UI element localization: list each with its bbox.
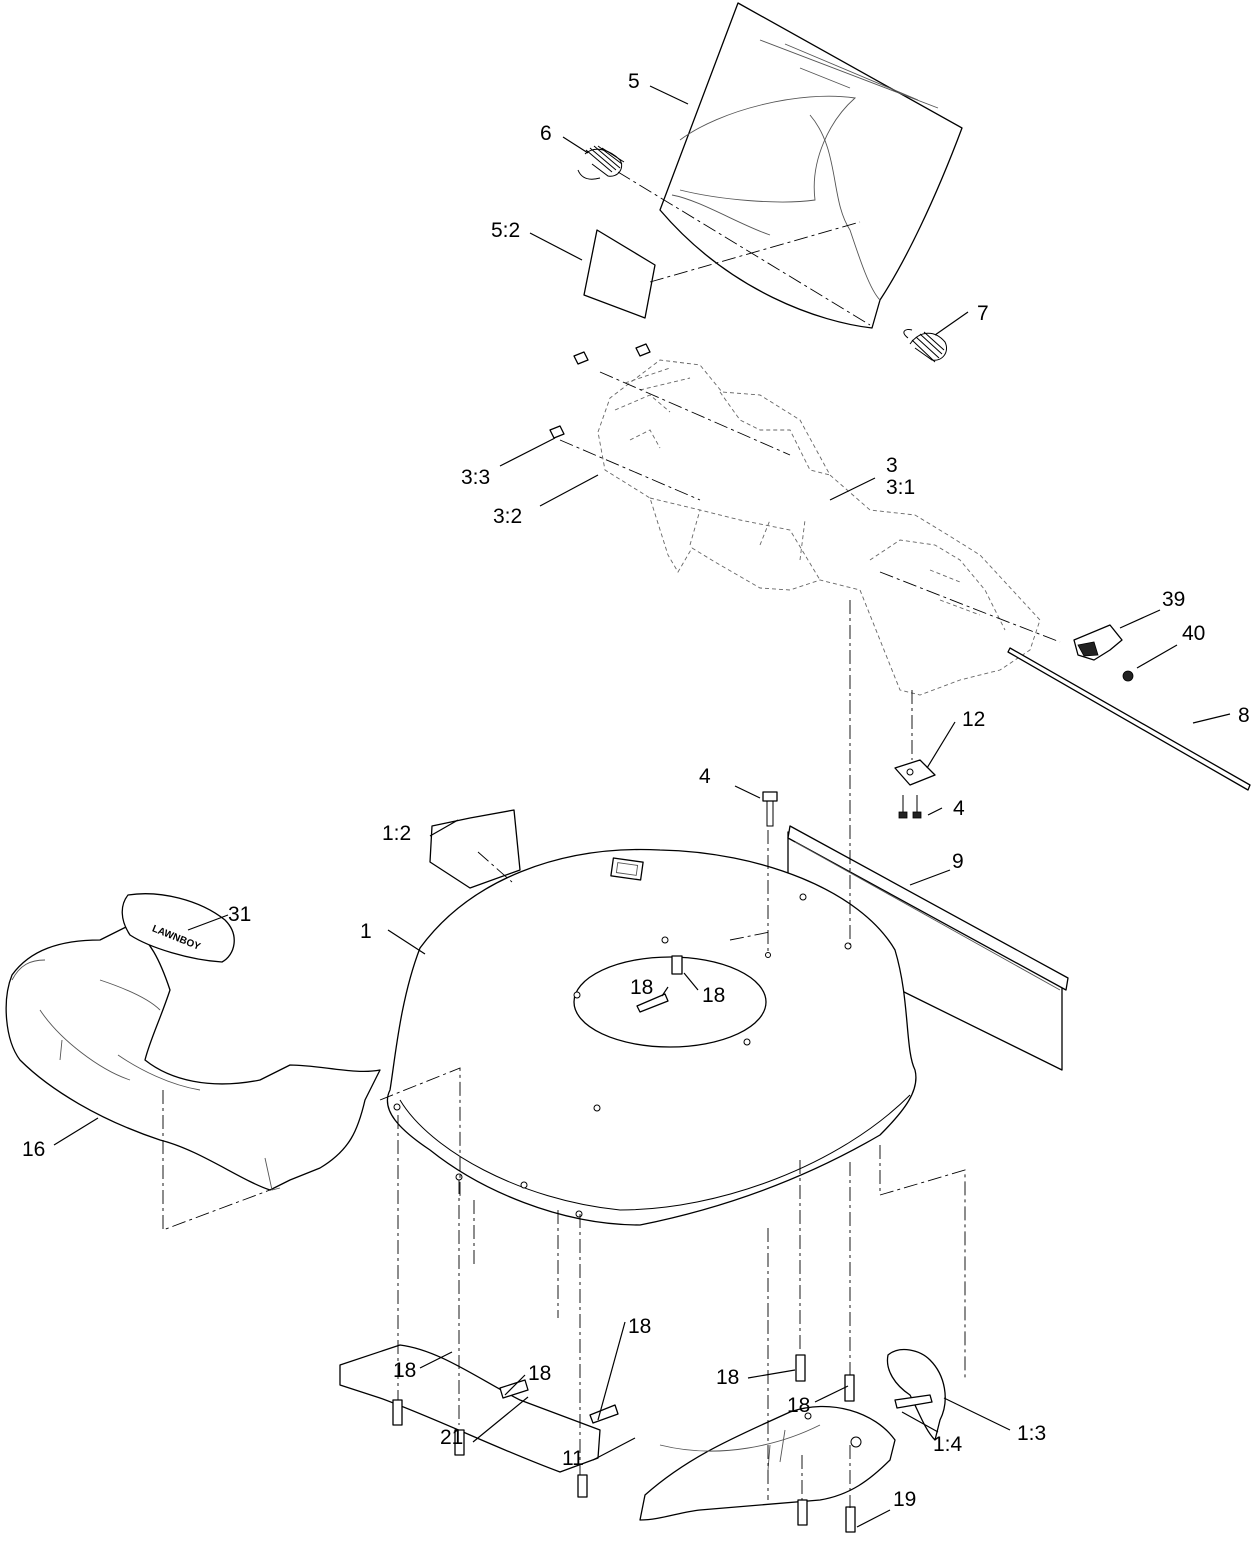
callout-18-b: 18 <box>702 984 725 1007</box>
callout-6: 6 <box>540 122 552 145</box>
part-5-rear-flap <box>659 2 963 329</box>
callout-3-1: 3:1 <box>886 476 915 499</box>
callout-8: 8 <box>1238 704 1250 727</box>
callout-40: 40 <box>1182 622 1205 645</box>
part-12-bracket <box>894 690 936 786</box>
part-18-lower-screws <box>392 1354 855 1498</box>
callout-1-3: 1:3 <box>1017 1422 1046 1445</box>
part-3-rear-frame <box>559 359 1061 696</box>
callout-9: 9 <box>952 850 964 873</box>
callout-18-f: 18 <box>716 1366 739 1389</box>
callout-18-d: 18 <box>628 1315 651 1338</box>
callout-3-3: 3:3 <box>461 466 490 489</box>
callout-16: 16 <box>22 1138 45 1161</box>
callout-18-g: 18 <box>787 1394 810 1417</box>
callout-18-e: 18 <box>393 1359 416 1382</box>
callout-1-4: 1:4 <box>933 1433 963 1456</box>
part-5-2-decal <box>583 229 656 319</box>
part-7-spring <box>903 329 947 363</box>
callout-3: 3 <box>886 454 898 477</box>
callout-4-right: 4 <box>953 797 965 820</box>
part-1-4-pin <box>894 1394 933 1409</box>
callout-1-2: 1:2 <box>382 822 411 845</box>
part-39-knob <box>1073 624 1123 661</box>
callout-3-2: 3:2 <box>493 505 522 528</box>
part-6-spring <box>577 145 625 180</box>
part-40-screw <box>1122 670 1134 682</box>
callout-5: 5 <box>628 70 640 93</box>
part-4-screws-right <box>898 795 922 819</box>
part-16-rear-housing <box>5 924 381 1191</box>
part-1-deck <box>386 600 917 1226</box>
part-21-side-skirt <box>339 1344 601 1473</box>
part-3-3-screws <box>549 343 651 439</box>
callout-7: 7 <box>977 302 989 325</box>
callout-1: 1 <box>360 920 372 943</box>
part-18-center-screws <box>636 955 683 1013</box>
part-1-2-plate <box>429 809 521 889</box>
callout-5-2: 5:2 <box>491 219 520 242</box>
part-19-screws <box>797 1499 856 1533</box>
callout-31: 31 <box>228 903 251 926</box>
part-11-baffle <box>639 1405 896 1521</box>
part-1-3-door <box>886 1348 946 1441</box>
callout-11: 11 <box>562 1447 584 1470</box>
callout-labels: 5 6 5:2 7 3:3 3:2 3 3:1 39 40 8 12 4 4 1… <box>22 70 1250 1511</box>
callout-4-top: 4 <box>699 765 711 788</box>
part-8-rod <box>1007 647 1251 791</box>
callout-18-c: 18 <box>528 1362 551 1385</box>
part-4-screw-top <box>762 791 778 827</box>
callout-12: 12 <box>962 708 985 731</box>
leader-lines <box>53 85 1231 1528</box>
callout-21: 21 <box>440 1426 463 1449</box>
callout-18-a: 18 <box>630 976 653 999</box>
callout-19: 19 <box>893 1488 916 1511</box>
callout-39: 39 <box>1162 588 1185 611</box>
